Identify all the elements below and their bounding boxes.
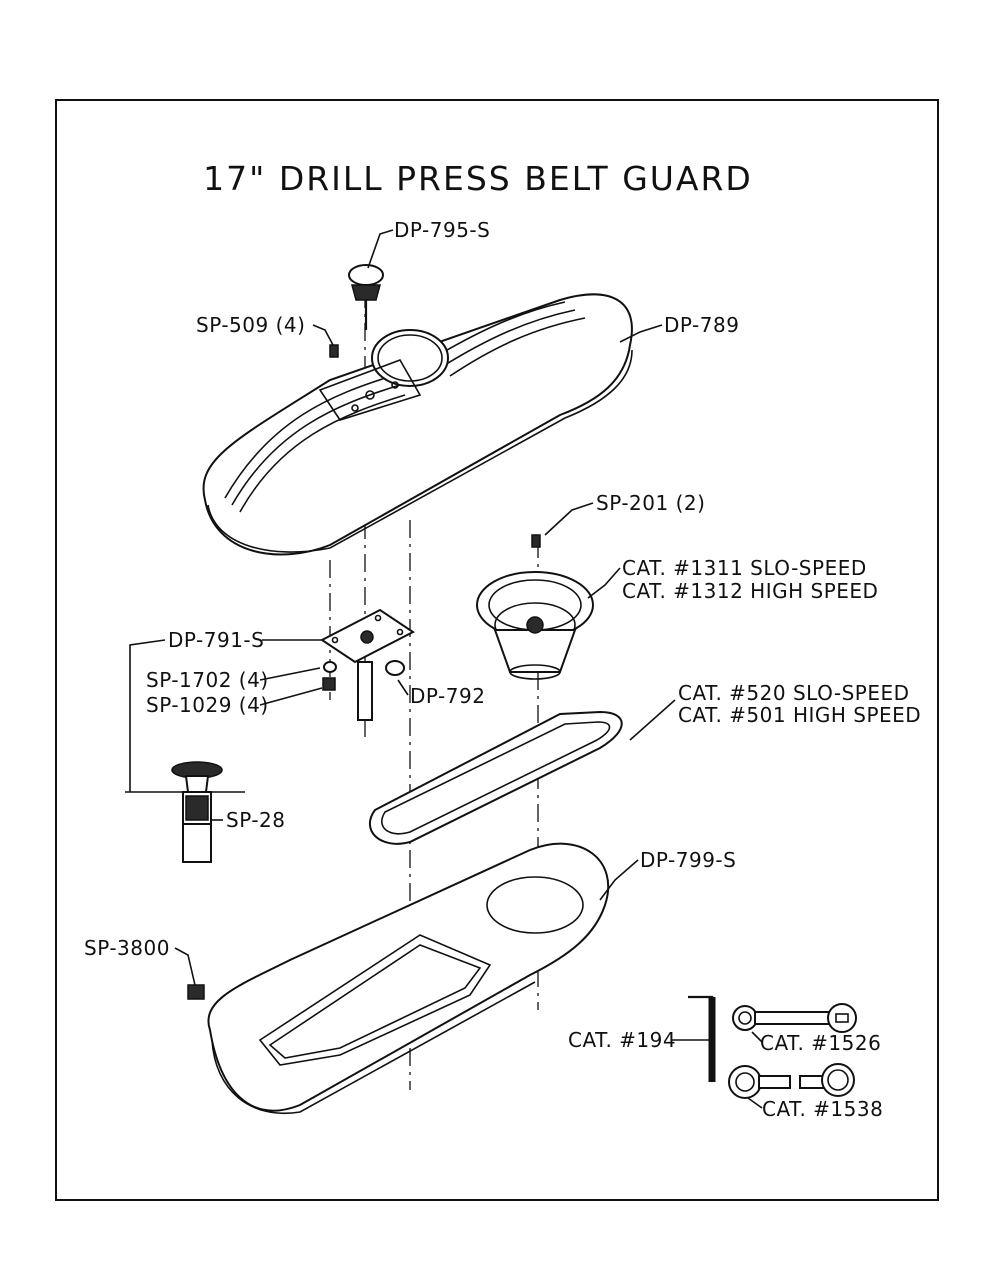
label-cat1526: CAT. #1526 bbox=[760, 1031, 881, 1055]
label-dp791s: DP-791-S bbox=[168, 628, 264, 652]
label-sp509: SP-509 (4) bbox=[196, 313, 305, 337]
screw-sp509 bbox=[329, 344, 339, 358]
label-cat520: CAT. #520 SLO-SPEED bbox=[678, 681, 910, 705]
wrench-cat1526 bbox=[732, 1003, 857, 1033]
pulley-cat1311 bbox=[476, 571, 594, 680]
label-dp795s: DP-795-S bbox=[394, 218, 490, 242]
top-cover-dp789 bbox=[202, 293, 633, 556]
page-border bbox=[55, 99, 939, 1201]
knob-dp795s bbox=[348, 264, 384, 330]
label-sp1029: SP-1029 (4) bbox=[146, 693, 269, 717]
belt-cat520 bbox=[369, 710, 623, 845]
label-sp3800: SP-3800 bbox=[84, 936, 170, 960]
lock-knob-sp28 bbox=[125, 761, 245, 863]
nut-sp1029 bbox=[322, 677, 336, 691]
label-cat1538: CAT. #1538 bbox=[762, 1097, 883, 1121]
wrench-cat1538 bbox=[728, 1063, 855, 1099]
label-cat1312: CAT. #1312 HIGH SPEED bbox=[622, 579, 878, 603]
label-cat501: CAT. #501 HIGH SPEED bbox=[678, 703, 921, 727]
label-cat1311: CAT. #1311 SLO-SPEED bbox=[622, 556, 867, 580]
label-cat194: CAT. #194 bbox=[568, 1028, 676, 1052]
label-sp1702: SP-1702 (4) bbox=[146, 668, 269, 692]
washer-sp1702 bbox=[323, 661, 337, 673]
label-sp201: SP-201 (2) bbox=[596, 491, 705, 515]
set-screw-sp201 bbox=[531, 534, 541, 548]
plate-dp791s bbox=[320, 608, 415, 721]
label-dp799s: DP-799-S bbox=[640, 848, 736, 872]
base-dp799s bbox=[207, 842, 610, 1114]
bolt-sp3800 bbox=[187, 984, 205, 1000]
diagram-title: 17" DRILL PRESS BELT GUARD bbox=[203, 159, 753, 198]
label-sp28: SP-28 bbox=[226, 808, 285, 832]
label-dp789: DP-789 bbox=[664, 313, 739, 337]
label-dp792: DP-792 bbox=[410, 684, 485, 708]
leader-lines bbox=[129, 229, 763, 1109]
